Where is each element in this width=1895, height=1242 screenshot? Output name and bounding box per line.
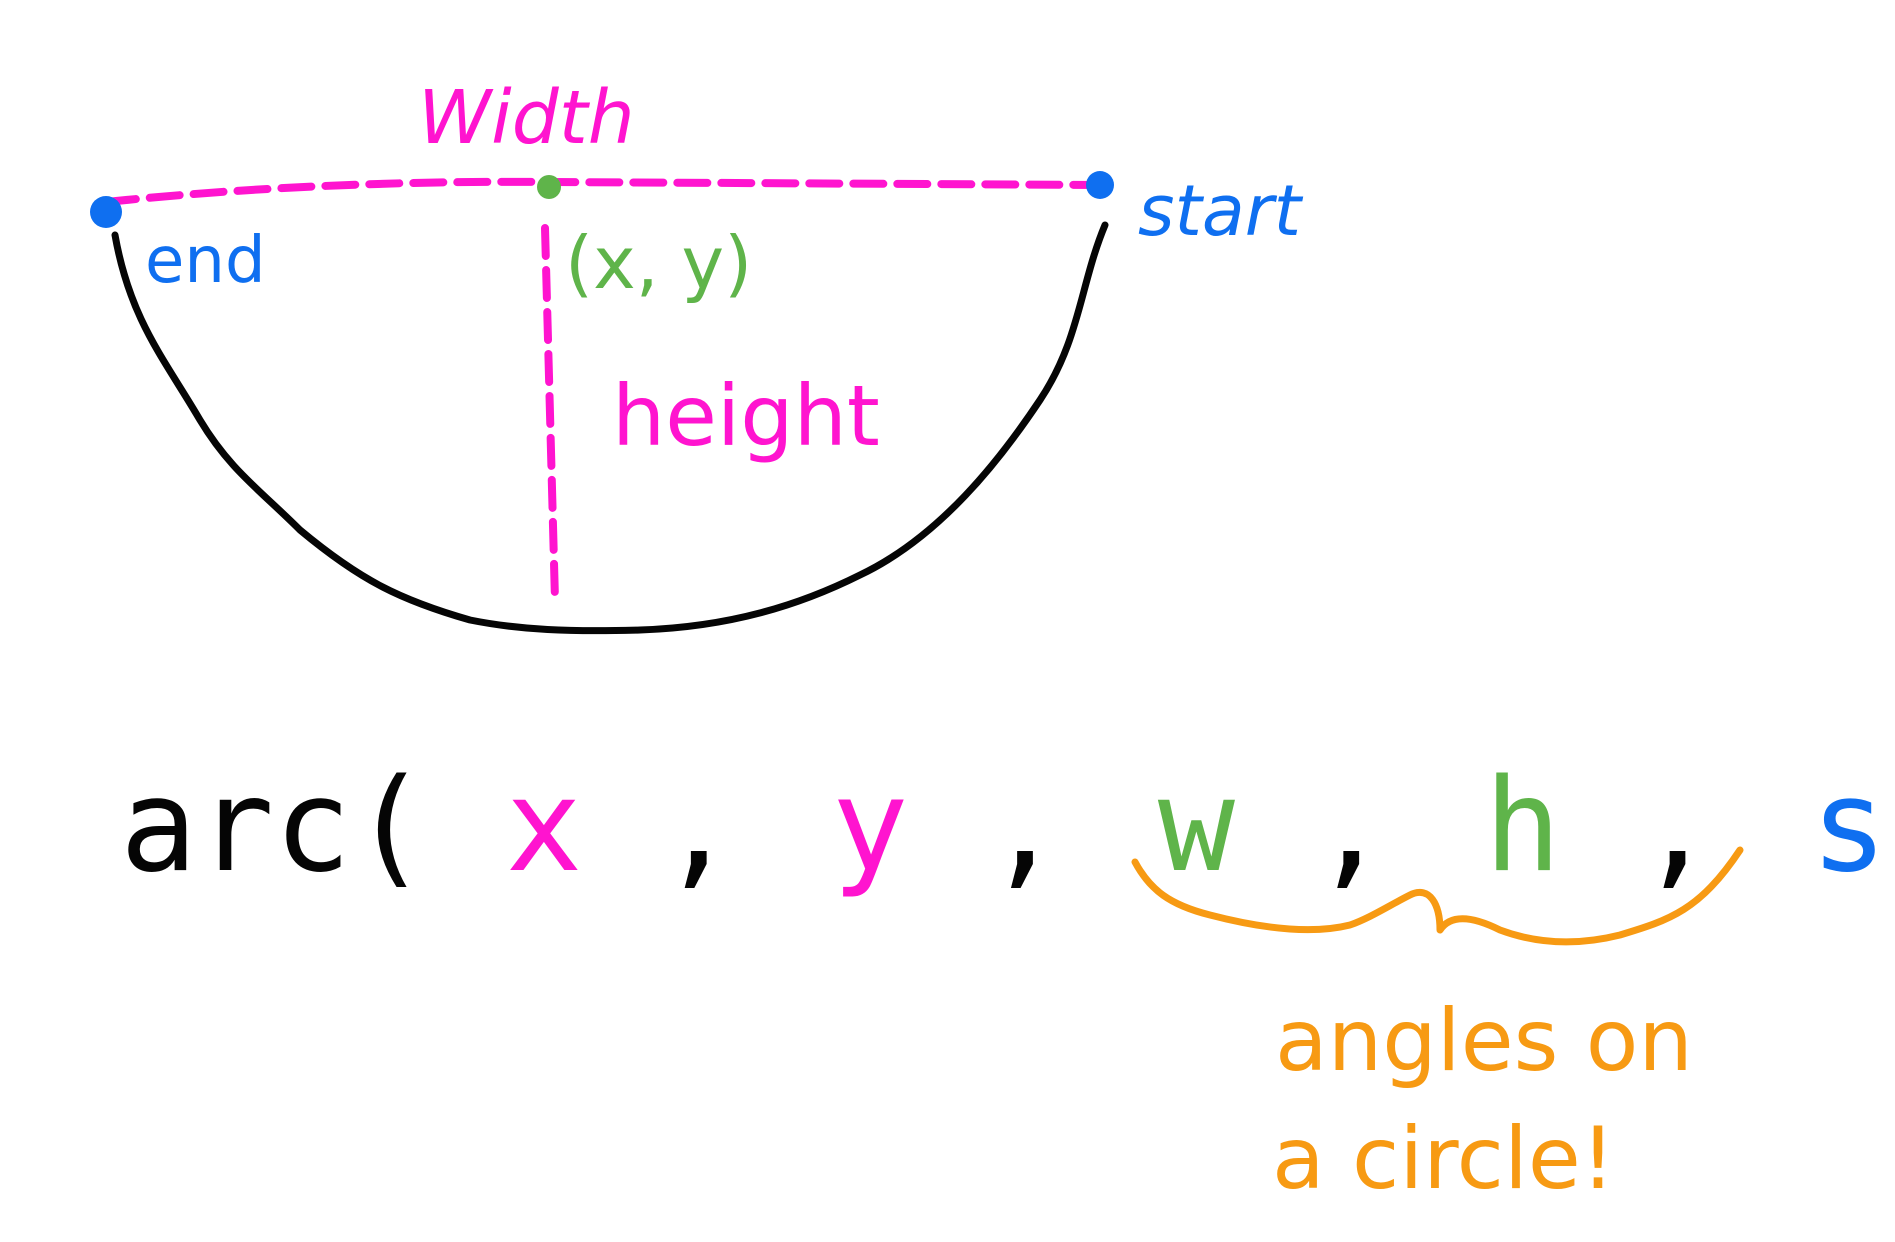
center-point-dot	[537, 175, 561, 199]
angles-note-line-1: angles on	[1275, 991, 1693, 1091]
formula-x-param: x	[505, 752, 582, 901]
formula-start-param: start	[1810, 752, 1895, 901]
formula-comma-2: ,	[986, 752, 1063, 901]
formula-comma-4: ,	[1638, 752, 1715, 901]
start-point-dot	[1086, 171, 1114, 199]
angles-brace	[1131, 846, 1744, 946]
formula-prefix: arc(	[120, 752, 428, 901]
height-dashed-line	[541, 224, 559, 604]
angles-note-line-2: a circle!	[1272, 1109, 1615, 1209]
point-label: (x, y)	[565, 221, 752, 305]
formula-w-param: w	[1158, 752, 1236, 901]
formula-y-param: y	[832, 752, 909, 901]
arc-curve	[111, 221, 1109, 635]
formula-comma-1: ,	[659, 752, 736, 901]
height-label: height	[612, 367, 880, 465]
end-label: end	[145, 224, 266, 298]
formula-h-param: h	[1484, 752, 1561, 901]
end-point-dot	[90, 196, 122, 228]
formula-comma-3: ,	[1312, 752, 1389, 901]
start-label: start	[1138, 170, 1304, 252]
width-dashed-line	[102, 177, 1109, 206]
width-label: Width	[418, 75, 635, 161]
formula: arc( x , y , w , h , start , end )	[120, 752, 1895, 901]
